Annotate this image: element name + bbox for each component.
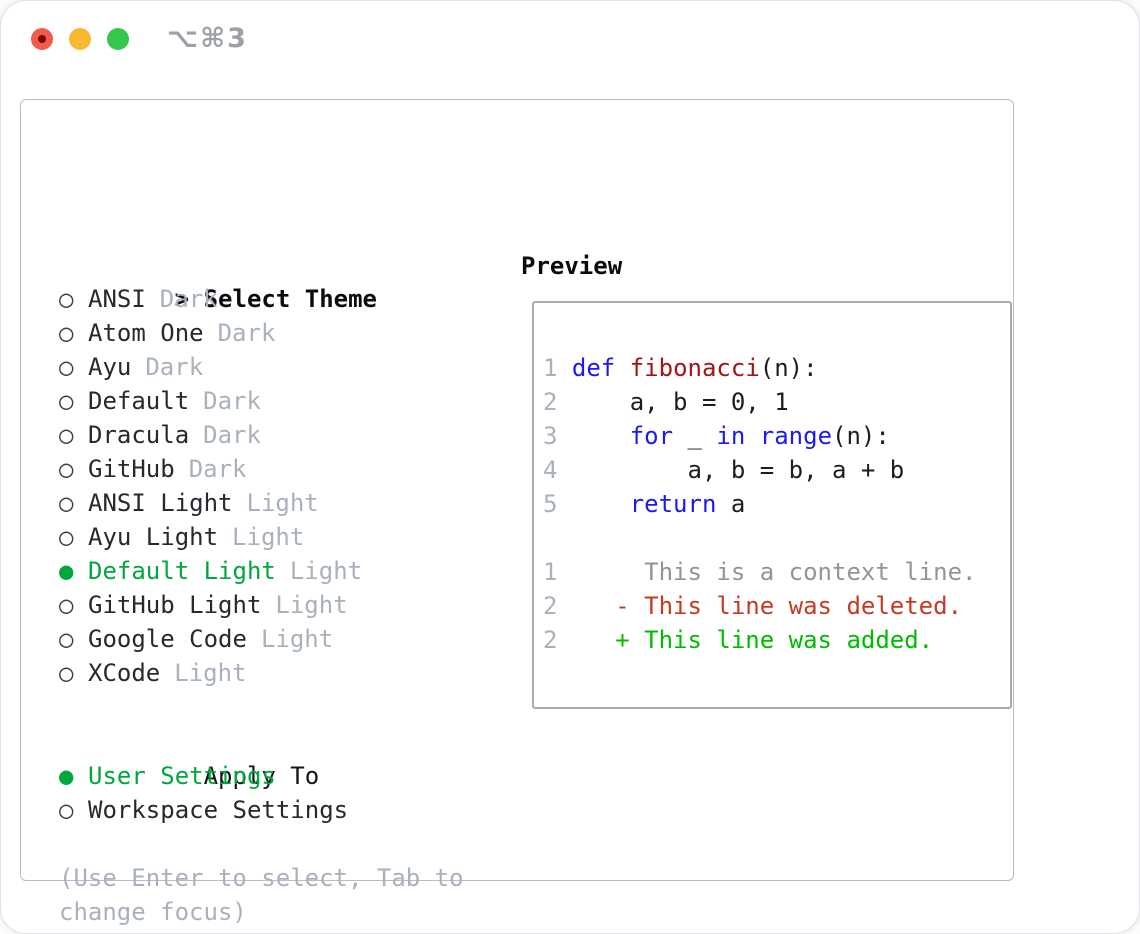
theme-option-dracula[interactable]: ○ Dracula Dark — [59, 418, 377, 452]
theme-option-xcode[interactable]: ○ XCode Light — [59, 656, 377, 690]
preview-line: 2 + This line was added. — [543, 626, 934, 654]
theme-option-atom-one[interactable]: ○ Atom One Dark — [59, 316, 377, 350]
theme-option-ayu[interactable]: ○ Ayu Dark — [59, 350, 377, 384]
theme-list-header: > Select Theme — [59, 248, 377, 313]
preview-line: 1 This is a context line. — [543, 558, 977, 586]
radio-unselected-icon: ○ — [59, 455, 74, 483]
radio-selected-icon: ● — [59, 762, 74, 790]
variant-badge: Light — [289, 557, 363, 585]
theme-option-ayu-light[interactable]: ○ Ayu Light Light — [59, 520, 377, 554]
radio-unselected-icon: ○ — [59, 387, 74, 415]
radio-unselected-icon: ○ — [59, 591, 74, 619]
apply-to-title: Apply To — [203, 762, 320, 790]
radio-unselected-icon: ○ — [59, 319, 74, 347]
radio-unselected-icon: ○ — [59, 489, 74, 517]
window-title: ⌥⌘3 — [167, 23, 248, 54]
option-label: GitHub — [88, 455, 175, 483]
option-label: Dracula — [88, 421, 190, 449]
option-label: Ayu — [88, 353, 132, 381]
theme-option-default-light[interactable]: ● Default Light Light — [59, 554, 377, 588]
apply-option-user-settings[interactable]: ● User Settings — [59, 759, 348, 793]
radio-unselected-icon: ○ — [59, 659, 74, 687]
preview-line: 5 return a — [543, 490, 746, 518]
radio-unselected-icon: ○ — [59, 353, 74, 381]
variant-badge: Dark — [145, 353, 204, 381]
hint-line-2: change focus) — [59, 898, 247, 926]
radio-unselected-icon: ○ — [59, 625, 74, 653]
option-label: XCode — [88, 659, 161, 687]
preview-line: 2 a, b = 0, 1 — [543, 388, 789, 416]
preview-line: 2 - This line was deleted. — [543, 592, 963, 620]
option-label: ANSI — [88, 285, 146, 313]
variant-badge: Dark — [159, 285, 218, 313]
option-label: Ayu Light — [88, 523, 219, 551]
theme-option-github-light[interactable]: ○ GitHub Light Light — [59, 588, 377, 622]
hint-text: (Use Enter to select, Tab to change focu… — [59, 861, 464, 929]
unsaved-dot-icon — [38, 35, 46, 43]
preview-line: 1 def fibonacci(n): — [543, 354, 818, 382]
option-label: Google Code — [88, 625, 247, 653]
variant-badge: Dark — [203, 387, 261, 415]
theme-option-google-code[interactable]: ○ Google Code Light — [59, 622, 377, 656]
minimize-button[interactable] — [69, 28, 91, 50]
option-label: ANSI Light — [88, 489, 233, 517]
radio-unselected-icon: ○ — [59, 285, 74, 313]
radio-unselected-icon: ○ — [59, 523, 74, 551]
variant-badge: Light — [174, 659, 247, 687]
theme-option-ansi[interactable]: ○ ANSI Dark — [59, 282, 377, 316]
theme-list-title: Select Theme — [203, 285, 377, 313]
theme-option-default[interactable]: ○ Default Dark — [59, 384, 377, 418]
variant-badge: Dark — [188, 455, 247, 483]
preview-line: 3 for _ in range(n): — [543, 422, 890, 450]
option-label: Atom One — [88, 319, 204, 347]
radio-unselected-icon: ○ — [59, 421, 74, 449]
option-label: Default — [88, 387, 190, 415]
radio-unselected-icon: ○ — [59, 796, 74, 824]
theme-option-github[interactable]: ○ GitHub Dark — [59, 452, 377, 486]
cursor-icon: > — [174, 285, 190, 313]
preview-box: 1 def fibonacci(n): 2 a, b = 0, 1 3 for _ … — [532, 301, 1012, 709]
variant-badge: Light — [246, 489, 319, 517]
option-label: GitHub Light — [88, 591, 262, 619]
theme-option-ansi-light[interactable]: ○ ANSI Light Light — [59, 486, 377, 520]
variant-badge: Dark — [217, 319, 276, 347]
preview-heading: Preview — [521, 252, 623, 280]
variant-badge: Light — [232, 523, 305, 551]
variant-badge: Dark — [203, 421, 261, 449]
radio-selected-icon: ● — [59, 557, 74, 585]
apply-option-workspace-settings[interactable]: ○ Workspace Settings — [59, 793, 348, 827]
preview-line: 4 a, b = b, a + b — [543, 456, 905, 484]
option-label: Default Light — [88, 557, 276, 585]
variant-badge: Light — [275, 591, 348, 619]
zoom-button[interactable] — [107, 28, 129, 50]
apply-to-header: Apply To — [59, 725, 348, 790]
preview-code: 1 def fibonacci(n): 2 a, b = 0, 1 3 for _ … — [543, 351, 976, 657]
variant-badge: Light — [260, 625, 334, 653]
apply-to-section: Apply To ● User Settings ○ Workspace Settin… — [59, 725, 348, 827]
preview-line — [543, 521, 976, 555]
hint-line-1: (Use Enter to select, Tab to — [59, 864, 464, 892]
option-label: User Settings — [88, 762, 276, 790]
close-button[interactable] — [31, 28, 53, 50]
option-label: Workspace Settings — [88, 796, 349, 824]
